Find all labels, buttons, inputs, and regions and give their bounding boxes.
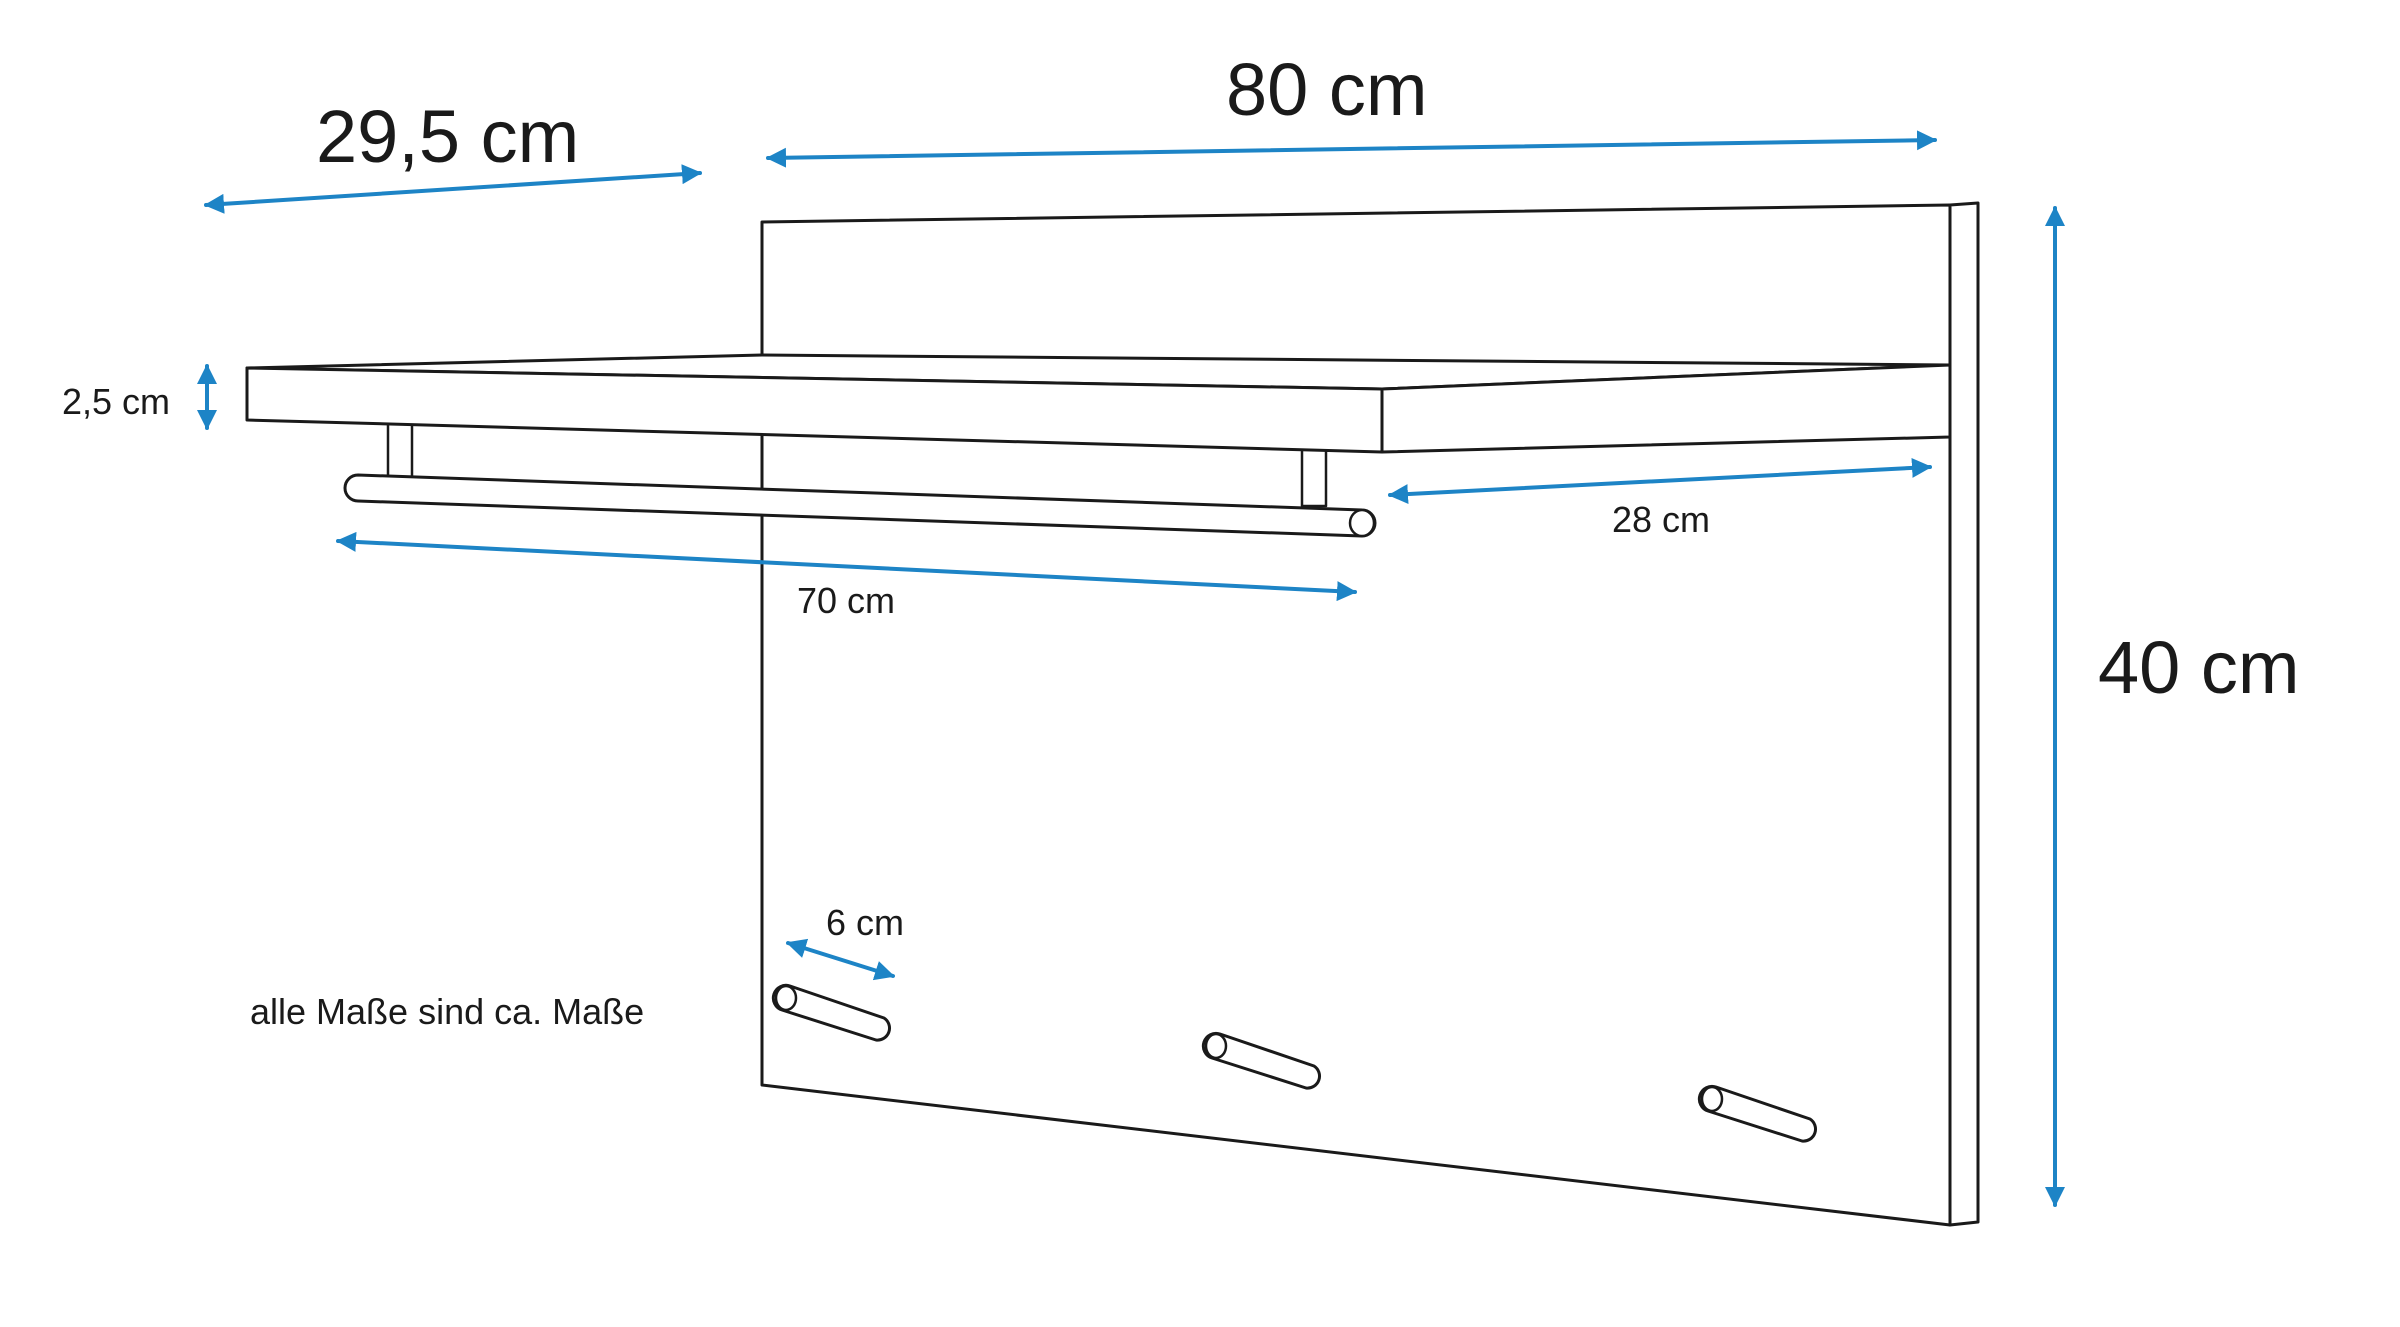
dimension-arrows <box>197 130 2065 1207</box>
coat-hook-middle <box>1201 1031 1321 1090</box>
back-panel-edge <box>1948 201 1980 1227</box>
coat-rack-drawing <box>245 201 1980 1227</box>
depth-label: 29,5 cm <box>316 95 579 178</box>
shelf-side-arrow <box>1388 457 1932 505</box>
hanging-rail-end <box>1348 508 1376 538</box>
hook-length-label: 6 cm <box>826 902 904 943</box>
width-label: 80 cm <box>1226 48 1428 131</box>
approximate-dimensions-note: alle Maße sind ca. Maße <box>250 991 644 1032</box>
rail-length-label: 70 cm <box>797 580 895 621</box>
coat-hook-left <box>771 983 891 1042</box>
rail-support-left <box>386 418 414 482</box>
shelf-thickness-label: 2,5 cm <box>62 381 170 422</box>
rail-length-arrow <box>336 531 1357 602</box>
depth-arrow <box>204 164 702 214</box>
shelf-side-label: 28 cm <box>1612 499 1710 540</box>
width-arrow <box>766 130 1937 168</box>
rail-support-right <box>1300 446 1328 508</box>
dimension-labels: 29,5 cm 80 cm 40 cm 2,5 cm 28 cm 70 cm 6… <box>62 48 2300 1032</box>
height-label: 40 cm <box>2098 626 2300 709</box>
coat-hook-right <box>1697 1084 1817 1143</box>
shelf-side <box>1380 363 1952 454</box>
hook-length-arrow <box>786 938 895 981</box>
